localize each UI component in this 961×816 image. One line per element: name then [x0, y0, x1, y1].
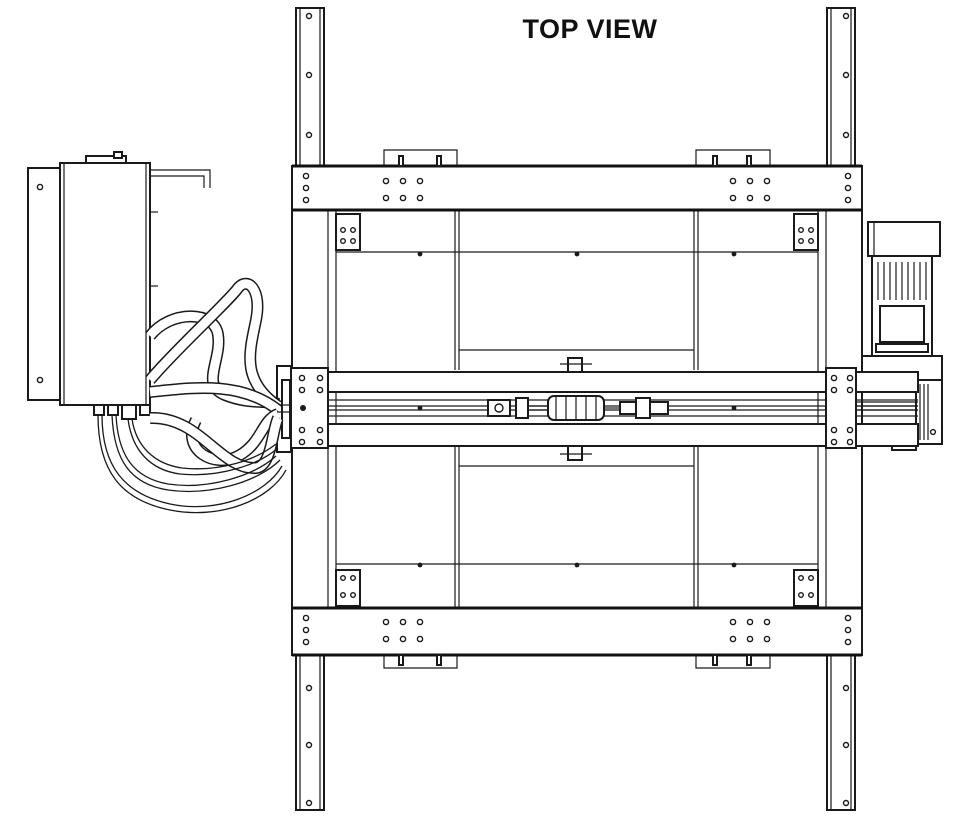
- right-bottom-leg: [826, 654, 856, 811]
- hose-bundle: [97, 277, 287, 514]
- center-rail: [270, 357, 919, 461]
- top-crossbeam: [291, 149, 863, 212]
- control-box: [27, 151, 211, 420]
- left-bottom-leg: [295, 654, 325, 811]
- bottom-crossbeam: [291, 606, 863, 669]
- corner-brackets: [335, 213, 819, 607]
- left-top-leg: [295, 7, 325, 167]
- view-title: TOP VIEW: [522, 14, 658, 44]
- right-top-leg: [826, 7, 856, 167]
